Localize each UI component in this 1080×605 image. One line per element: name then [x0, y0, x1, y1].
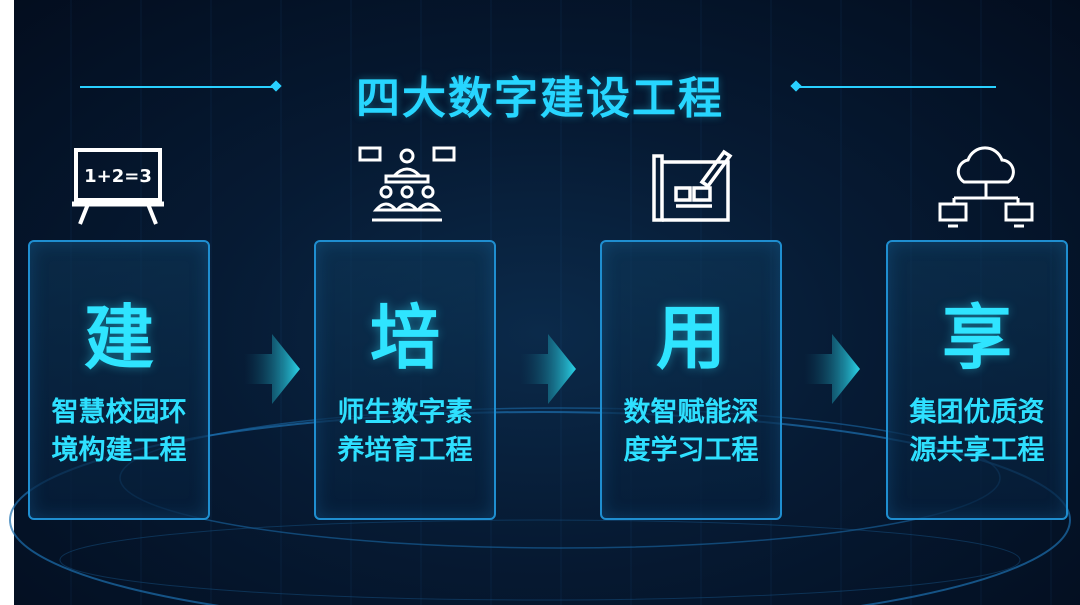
step-description: 数智赋能深 度学习工程 — [610, 394, 772, 470]
cloud-network-icon — [936, 142, 1036, 232]
step-description: 智慧校园环 境构建工程 — [38, 394, 200, 470]
step-desc-line: 境构建工程 — [51, 435, 187, 466]
blackboard-equation: 1+2=3 — [84, 166, 152, 187]
step-char: 培 — [370, 297, 440, 379]
step-card-build: 建 智慧校园环 境构建工程 — [28, 240, 210, 520]
step-char: 享 — [942, 297, 1012, 379]
title-bar: 四大数字建设工程 — [0, 62, 1080, 124]
step-desc-line: 源共享工程 — [909, 435, 1045, 466]
classroom-people-icon — [356, 142, 456, 232]
step-description: 师生数字素 养培育工程 — [324, 394, 486, 470]
step-card-share: 享 集团优质资 源共享工程 — [886, 240, 1068, 520]
step-desc-line: 养培育工程 — [337, 435, 473, 466]
step-card-train: 培 师生数字素 养培育工程 — [314, 240, 496, 520]
title-line-right — [796, 86, 996, 88]
step-card-use: 用 数智赋能深 度学习工程 — [600, 240, 782, 520]
blueprint-pen-icon — [642, 142, 742, 232]
chevron-right-icon — [804, 334, 860, 404]
step-desc-line: 集团优质资 — [909, 397, 1045, 428]
step-desc-line: 度学习工程 — [623, 435, 759, 466]
step-desc-line: 师生数字素 — [337, 397, 473, 428]
step-description: 集团优质资 源共享工程 — [896, 394, 1058, 470]
blackboard-icon: 1+2=3 — [68, 142, 168, 232]
title-line-left — [80, 86, 276, 88]
step-desc-line: 智慧校园环 — [51, 397, 187, 428]
step-desc-line: 数智赋能深 — [623, 397, 759, 428]
page-title: 四大数字建设工程 — [356, 73, 724, 124]
step-char: 用 — [656, 297, 726, 379]
step-char: 建 — [84, 297, 154, 379]
chevron-right-icon — [244, 334, 300, 404]
chevron-right-icon — [520, 334, 576, 404]
